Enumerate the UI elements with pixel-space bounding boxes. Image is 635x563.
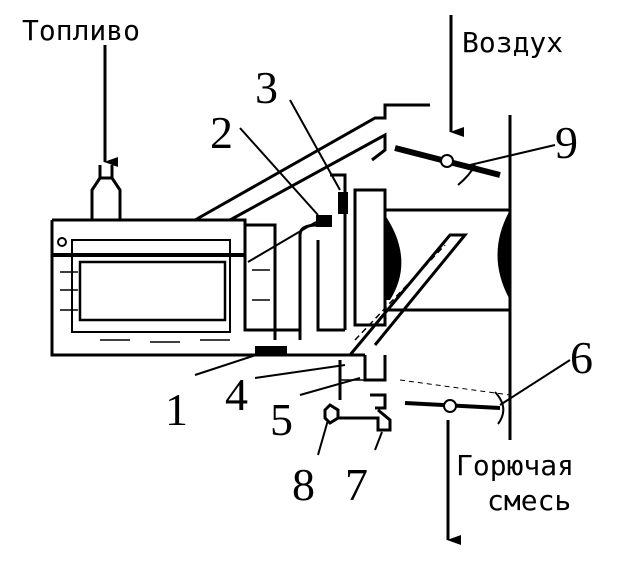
mixture-label-line1: Горючая: [456, 449, 574, 482]
callout-3: 3: [255, 62, 278, 113]
float: [78, 260, 227, 322]
fuel-level-dashes: [60, 269, 270, 343]
float-pivot: [57, 237, 67, 247]
callout-4: 4: [225, 369, 248, 420]
emulsion-well: [245, 173, 347, 340]
air-label: Воздух: [462, 26, 563, 59]
callout-9: 9: [555, 117, 578, 168]
fuel-label: Топливо: [22, 14, 140, 47]
callout-2: 2: [210, 107, 233, 158]
air-damper: [394, 145, 501, 186]
main-jet-4: [255, 346, 287, 356]
callout-5: 5: [270, 394, 293, 445]
callout-7: 7: [345, 459, 368, 510]
diffuser: [353, 188, 510, 327]
atomizer-tube: [348, 233, 469, 356]
fuel-inlet: [90, 165, 122, 220]
throttle-valve: [399, 379, 511, 425]
callout-1: 1: [165, 384, 188, 435]
jet-2: [316, 215, 332, 227]
mixture-label-line2: смесь: [487, 484, 571, 517]
callout-8: 8: [292, 459, 315, 510]
jet-3: [338, 192, 348, 214]
leader-lines: [194, 99, 571, 456]
callout-6: 6: [570, 332, 593, 383]
vent-tubes: [194, 103, 430, 222]
